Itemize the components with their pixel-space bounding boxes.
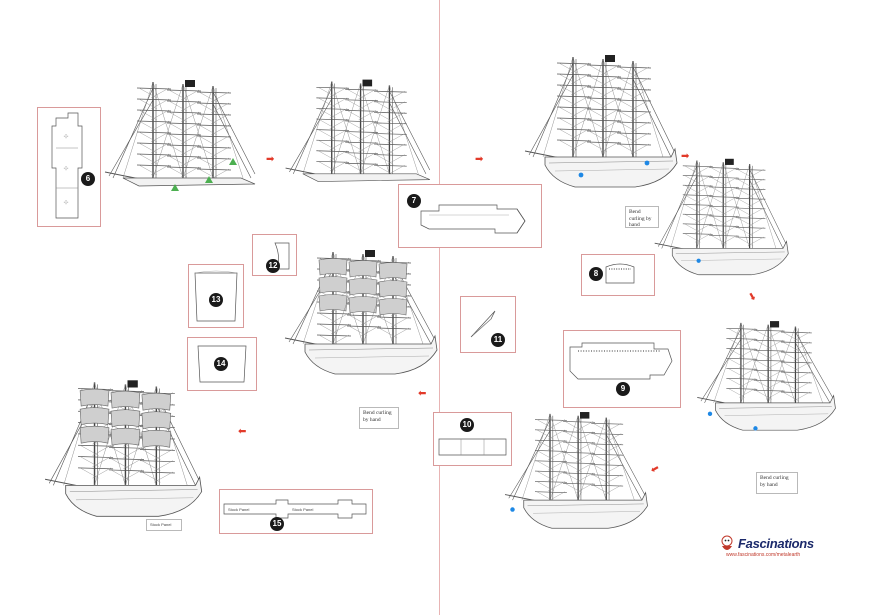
step-7-part-box: 7 [398,184,542,248]
bend-note-step-7: Bend curling by hand [625,206,659,228]
brand-url: www.fascinations.com/metalearth [726,552,801,558]
step-6-number: 6 [81,172,95,186]
svg-text:⊹: ⊹ [63,165,68,172]
step-13-part-box: 13 [188,264,244,328]
step-14-part-box: 14 [187,337,257,391]
brand-name: Fascinations [738,536,814,551]
arrow-right-icon: ➡ [475,154,484,165]
brand-logo: Fascinations www.fascinations.com/metale… [716,532,836,568]
step-9-part-box: 9 [563,330,681,408]
step-10-part-box: 10 [433,412,512,466]
ship-step-11-14 [284,250,438,375]
arrow-left-icon: ➡ [238,425,247,436]
step-6-part-box: ⊹ ⊹ ⊹ 6 [37,107,101,227]
ship-step-9 [697,321,836,431]
step-9-number: 9 [616,382,630,396]
step-8-part-box: 8 [581,254,655,296]
ship-step-6-result [285,79,431,182]
stock-panel-hull-label: Stock Panel [146,519,182,531]
ship-step-6 [104,80,256,191]
ship-step-8 [654,158,789,276]
stock-panel-label-2: Stock Panel [292,507,314,512]
step-12-part-box: 12 [252,234,297,276]
step-12-number: 12 [266,259,280,273]
step-8-number: 8 [589,267,603,281]
bend-note-step-11: Bend curling by hand [359,407,399,429]
brand-mascot-icon [721,535,733,550]
step-13-number: 13 [209,293,223,307]
step-11-part-box: 11 [460,296,516,353]
svg-text:⊹: ⊹ [63,133,68,140]
ship-step-15 [44,380,203,517]
stock-panel-label-1: Stock Panel [228,507,250,512]
page-divider [439,0,440,615]
svg-text:⊹: ⊹ [63,199,68,206]
ship-step-10 [504,412,648,529]
step-7-number: 7 [407,194,421,208]
step-15-part-box: Stock Panel Stock Panel 15 [219,489,373,534]
ship-step-7 [524,55,678,188]
arrow-left-icon: ➡ [418,387,427,398]
step-10-number: 10 [460,418,474,432]
step-11-number: 11 [491,333,505,347]
step-15-number: 15 [270,517,284,531]
bend-note-step-9: Bend curling by hand [756,472,798,494]
arrow-right-icon: ➡ [681,151,690,162]
arrow-right-icon: ➡ [266,154,275,165]
step-14-number: 14 [214,357,228,371]
